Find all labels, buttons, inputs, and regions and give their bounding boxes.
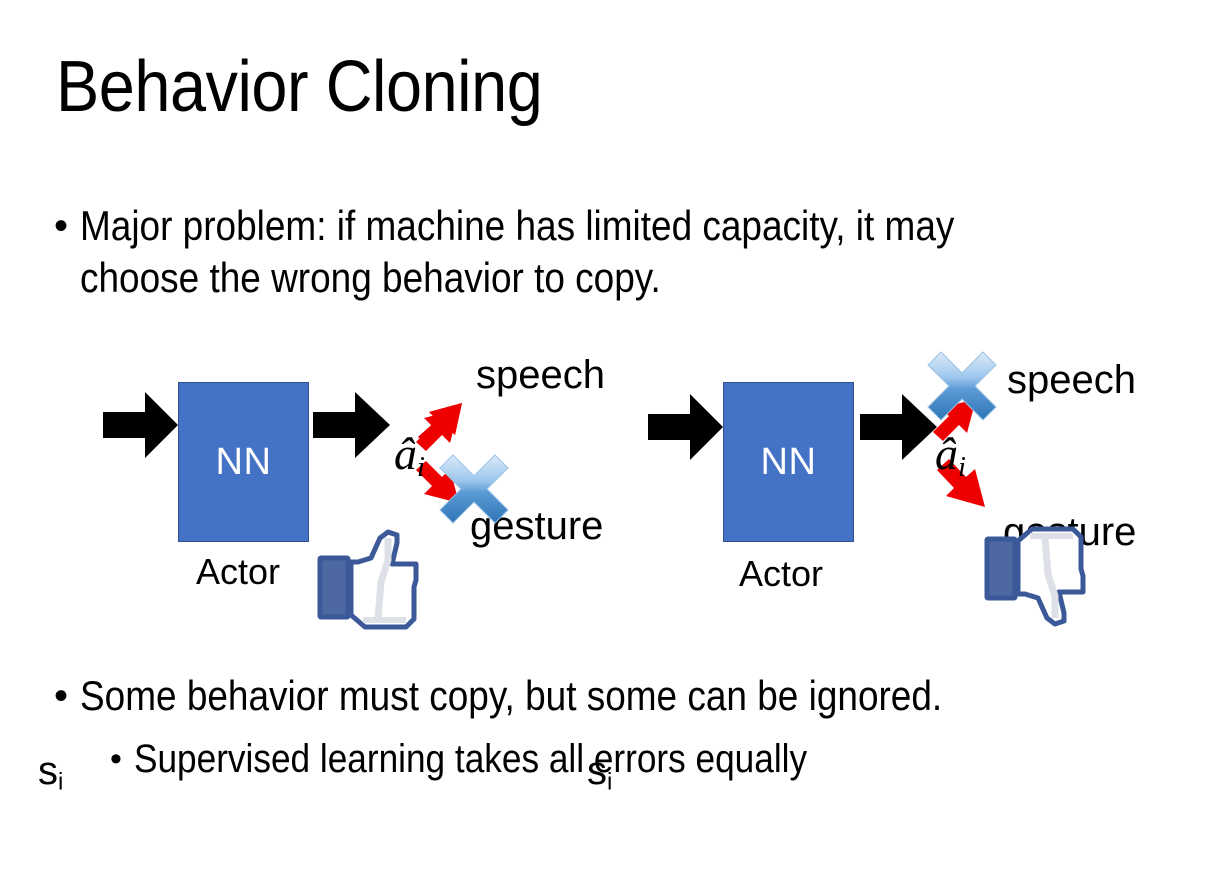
output-action-subscript: i [958, 451, 966, 483]
diagram-behavior-cloning-correct: si NN Actor a [0, 330, 620, 795]
bullet-bottom-2: • Supervised learning takes all errors e… [110, 733, 1190, 785]
nn-box-label-2: NN [760, 441, 817, 483]
input-arrow-icon-1 [103, 392, 178, 458]
bullet-bottom-2-text: Supervised learning takes all errors equ… [133, 737, 807, 781]
output-action-subscript: i [417, 451, 425, 483]
output-action-symbol: â [935, 428, 958, 479]
output-arrow-icon-2 [860, 394, 937, 460]
input-state-symbol: s [587, 749, 607, 793]
input-state-subscript: i [58, 768, 64, 796]
bullet-marker-icon: • [110, 740, 122, 778]
bullet-top: • Major problem: if machine has limited … [54, 200, 1174, 304]
bullet-bottom-1: • Some behavior must copy, but some can … [54, 670, 1194, 722]
cross-out-icon-speech-2 [927, 351, 997, 421]
branch-label-speech-1: speech [476, 353, 605, 397]
actor-caption-2: Actor [739, 553, 824, 594]
bullet-top-text: Major problem: if machine has limited ca… [80, 202, 955, 301]
input-state-label-1: si [38, 750, 63, 803]
branch-label-speech-2: speech [1007, 358, 1136, 402]
nn-box-2: NN [723, 382, 854, 542]
bullet-marker-icon: • [54, 204, 69, 248]
nn-box-1: NN [178, 382, 309, 542]
input-arrow-icon-2 [648, 394, 723, 460]
input-state-subscript: i [607, 768, 613, 796]
output-action-label-2: âi [935, 430, 966, 492]
thumbs-up-icon [317, 529, 419, 630]
input-state-label-2: si [587, 750, 612, 803]
output-action-symbol: â [394, 428, 417, 479]
nn-box-label-1: NN [215, 441, 272, 483]
output-arrow-icon-1 [313, 392, 390, 458]
actor-caption-1: Actor [196, 551, 281, 592]
bullet-marker-icon: • [54, 674, 69, 718]
page-title: Behavior Cloning [56, 47, 543, 127]
branch-label-gesture-2: gesture [1003, 510, 1137, 554]
input-state-symbol: s [38, 749, 58, 793]
output-action-label-1: âi [394, 430, 425, 492]
diagram-behavior-cloning-wrong: si NN Actor âi speech gesture [545, 330, 1210, 795]
bullet-bottom-1-text: Some behavior must copy, but some can be… [80, 672, 943, 719]
